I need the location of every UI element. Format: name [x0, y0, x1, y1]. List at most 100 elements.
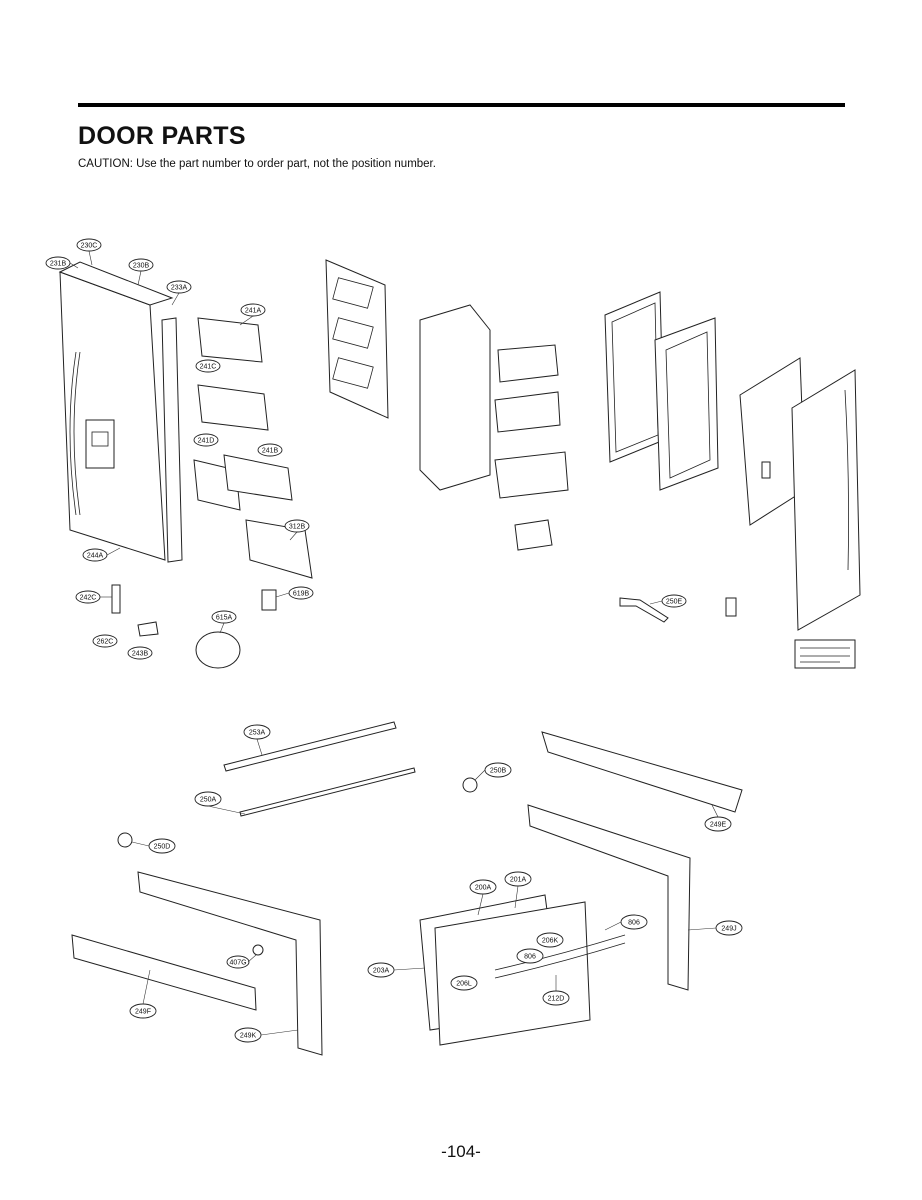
svg-text:615A: 615A	[216, 615, 233, 622]
svg-text:250A: 250A	[200, 797, 217, 804]
callouts: 231B 230C 230B 233A 241A 241C 241D 241B …	[45, 238, 743, 1043]
page-number: -104-	[441, 1142, 481, 1161]
drawer-handle-212d	[494, 934, 626, 971]
callout-615a: 615A	[211, 610, 237, 624]
label-plate	[794, 639, 856, 669]
svg-text:233A: 233A	[171, 285, 188, 292]
callout-230c: 230C	[76, 238, 102, 252]
svg-text:230B: 230B	[133, 263, 150, 270]
callout-806-b: 806	[516, 948, 544, 964]
svg-text:231B: 231B	[50, 261, 67, 268]
hinge-pin	[761, 461, 771, 479]
wrench-250e	[619, 597, 669, 623]
svg-text:250D: 250D	[154, 844, 171, 851]
callout-253a: 253A	[243, 724, 271, 740]
motor-615a	[195, 631, 241, 669]
center-door-frame	[419, 304, 491, 491]
callout-250d: 250D	[148, 838, 176, 854]
svg-text:241D: 241D	[198, 438, 215, 445]
callout-203a: 203A	[367, 962, 395, 978]
callout-241b: 241B	[257, 443, 283, 457]
svg-text:230C: 230C	[81, 243, 98, 250]
callout-241d: 241D	[193, 433, 219, 447]
door-bin-241b	[223, 454, 293, 501]
callout-243b: 243B	[127, 646, 153, 660]
callout-201a: 201A	[504, 871, 532, 887]
svg-text:241C: 241C	[200, 364, 217, 371]
callout-212d: 212D	[542, 990, 570, 1006]
svg-text:206K: 206K	[542, 938, 559, 945]
callout-249f: 249F	[129, 1003, 157, 1019]
door-bin-241a	[197, 317, 263, 363]
callout-230b: 230B	[128, 258, 154, 272]
svg-text:407G: 407G	[229, 960, 246, 967]
svg-text:242C: 242C	[80, 595, 97, 602]
callout-200a: 200A	[469, 879, 497, 895]
svg-text:200A: 200A	[475, 885, 492, 892]
callout-312b: 312B	[284, 519, 310, 533]
svg-text:203A: 203A	[373, 968, 390, 975]
callout-249e: 249E	[704, 816, 732, 832]
roller-250d	[117, 832, 133, 848]
callout-250a: 250A	[194, 791, 222, 807]
svg-text:206L: 206L	[456, 981, 472, 988]
left-door-handle	[73, 351, 81, 516]
bracket-242c	[111, 584, 121, 614]
center-door-cover	[325, 259, 389, 419]
svg-text:201A: 201A	[510, 877, 527, 884]
callout-206l: 206L	[450, 975, 478, 991]
svg-text:249E: 249E	[710, 822, 727, 829]
roller-250b	[462, 777, 478, 793]
left-door-panel	[59, 271, 166, 561]
svg-text:253A: 253A	[249, 730, 266, 737]
callout-250e: 250E	[661, 594, 687, 608]
svg-text:312B: 312B	[289, 524, 306, 531]
slide-rail-right	[541, 731, 743, 813]
center-door-assembly	[325, 259, 569, 551]
page-title: DOOR PARTS	[78, 122, 246, 150]
screw-407g	[252, 944, 264, 956]
center-tray	[514, 519, 553, 551]
callout-249k: 249K	[234, 1027, 262, 1043]
svg-text:243B: 243B	[132, 651, 149, 658]
callout-619b: 619B	[288, 586, 314, 600]
callout-241a: 241A	[240, 303, 266, 317]
callout-262c: 262C	[92, 634, 118, 648]
right-door-assembly	[604, 291, 861, 669]
center-bin-middle	[494, 391, 561, 433]
header-rule	[78, 103, 845, 107]
clip	[725, 597, 737, 617]
callout-241c: 241C	[195, 359, 221, 373]
svg-text:249K: 249K	[240, 1033, 257, 1040]
svg-text:250E: 250E	[666, 599, 683, 606]
svg-text:250B: 250B	[490, 768, 507, 775]
drawer-side-rail-249k	[137, 871, 323, 1056]
drawer-assembly	[71, 721, 743, 1056]
drawer-side-rail-249j	[527, 804, 691, 991]
callout-806-a: 806	[620, 914, 648, 930]
switch-619b	[261, 589, 277, 611]
callout-231b: 231B	[45, 256, 71, 270]
callout-250b: 250B	[484, 762, 512, 778]
svg-text:212D: 212D	[548, 996, 565, 1003]
callout-244a: 244A	[82, 548, 108, 562]
rail-250a	[239, 767, 416, 817]
svg-text:244A: 244A	[87, 553, 104, 560]
center-bin-lower	[494, 451, 569, 499]
callout-233a: 233A	[166, 280, 192, 294]
dispenser-recess	[85, 419, 115, 469]
leader-lines	[69, 250, 719, 1036]
drawer-rail-249f	[71, 934, 257, 1011]
center-bin-upper	[497, 344, 559, 383]
right-door-handle	[844, 389, 849, 571]
caution-note: CAUTION: Use the part number to order pa…	[78, 158, 436, 170]
callout-242c: 242C	[75, 590, 101, 604]
svg-text:262C: 262C	[97, 639, 114, 646]
svg-text:249F: 249F	[135, 1009, 151, 1016]
right-door-outer	[791, 369, 861, 631]
svg-text:619B: 619B	[293, 591, 310, 598]
callout-206k: 206K	[536, 932, 564, 948]
callout-249j: 249J	[715, 920, 743, 936]
right-door-liner	[654, 317, 719, 491]
